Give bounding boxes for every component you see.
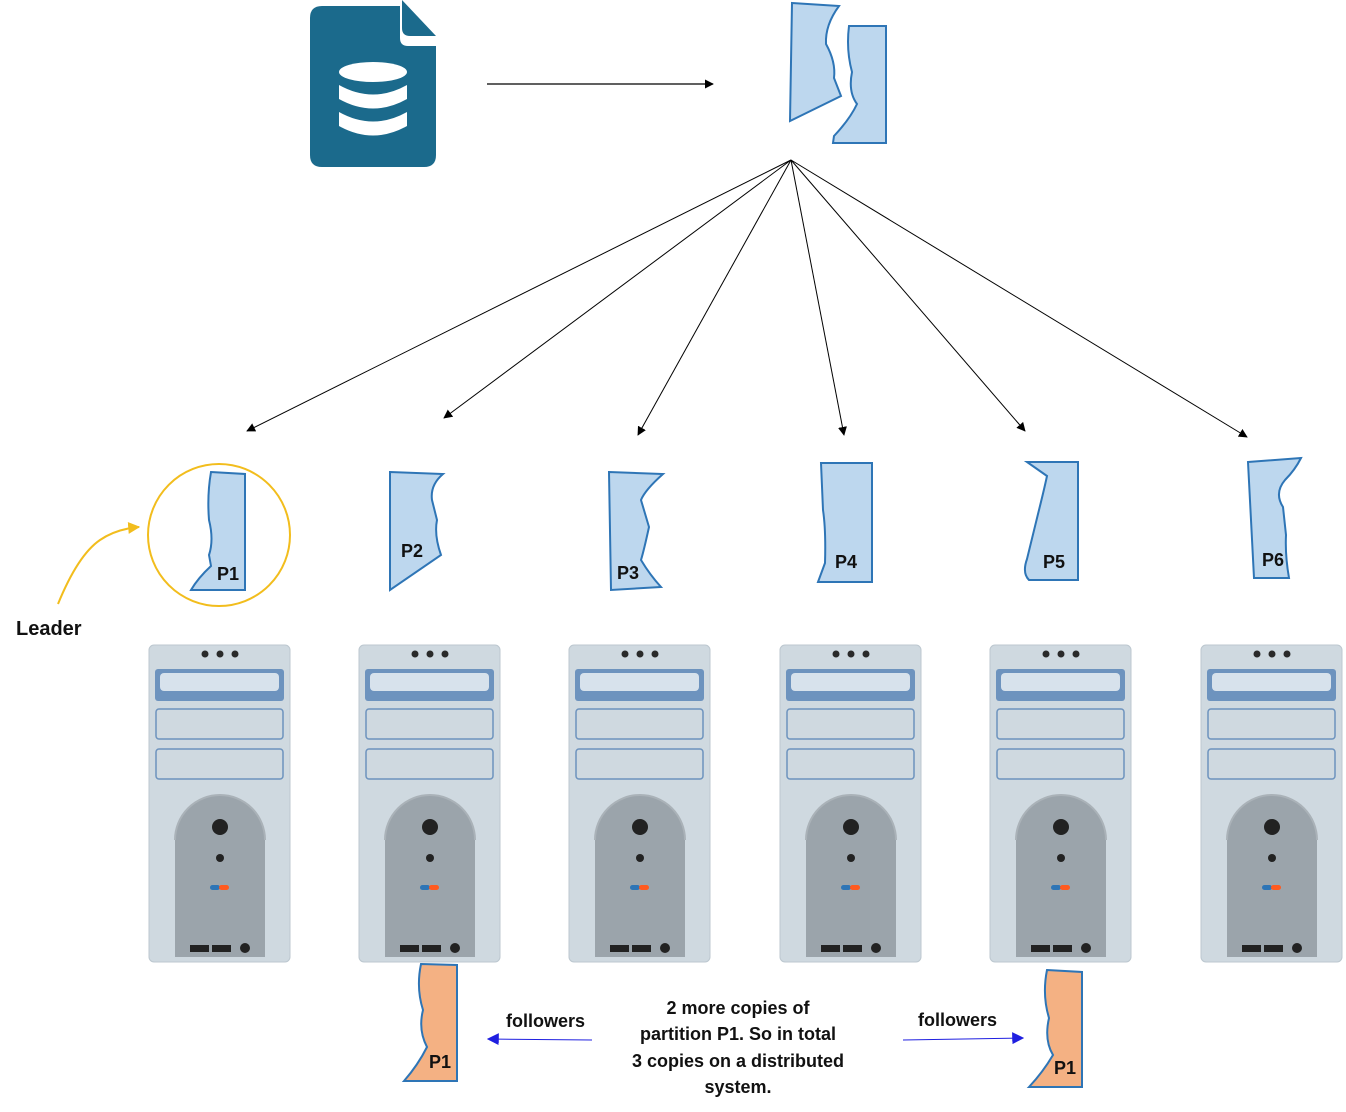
partition-label-p4: P4 — [835, 552, 857, 572]
leader-circle — [147, 463, 291, 607]
replica-label-right: P1 — [1054, 1058, 1076, 1078]
note-line-2: partition P1. So in total — [640, 1024, 836, 1044]
partition-label-p3: P3 — [617, 563, 639, 583]
split-data-icon — [788, 1, 887, 144]
leader-label: Leader — [16, 618, 82, 640]
followers-label-right: followers — [918, 1010, 997, 1030]
note-line-4: system. — [704, 1077, 771, 1097]
database-file-icon — [310, 0, 436, 167]
followers-arrow-left — [486, 1033, 593, 1046]
partition-p4: P4 — [816, 462, 873, 583]
server-2 — [358, 644, 501, 963]
partition-p2: P2 — [389, 470, 446, 592]
server-1 — [148, 644, 291, 963]
replica-p1-right: P1 — [1026, 968, 1083, 1088]
leader-arrow — [57, 521, 141, 605]
replica-label-left: P1 — [429, 1052, 451, 1072]
followers-arrow-right — [902, 1032, 1025, 1045]
server-6 — [1200, 644, 1343, 963]
partition-p3: P3 — [607, 470, 666, 592]
note-line-3: 3 copies on a distributed — [632, 1051, 844, 1071]
replica-p1-left: P1 — [401, 962, 458, 1082]
note-line-1: 2 more copies of — [666, 998, 810, 1018]
server-5 — [989, 644, 1132, 963]
partition-p1: P1 — [189, 470, 246, 591]
replication-note: 2 more copies of partition P1. So in tot… — [632, 998, 844, 1097]
partition-p6: P6 — [1246, 456, 1303, 579]
server-4 — [779, 644, 922, 963]
server-3 — [568, 644, 711, 963]
distribution-arrows — [246, 159, 1248, 438]
partition-label-p2: P2 — [401, 541, 423, 561]
partition-label-p6: P6 — [1262, 550, 1284, 570]
partition-label-p1: P1 — [217, 564, 239, 584]
partition-label-p5: P5 — [1043, 552, 1065, 572]
partition-p5: P5 — [1023, 461, 1079, 581]
followers-label-left: followers — [506, 1011, 585, 1031]
